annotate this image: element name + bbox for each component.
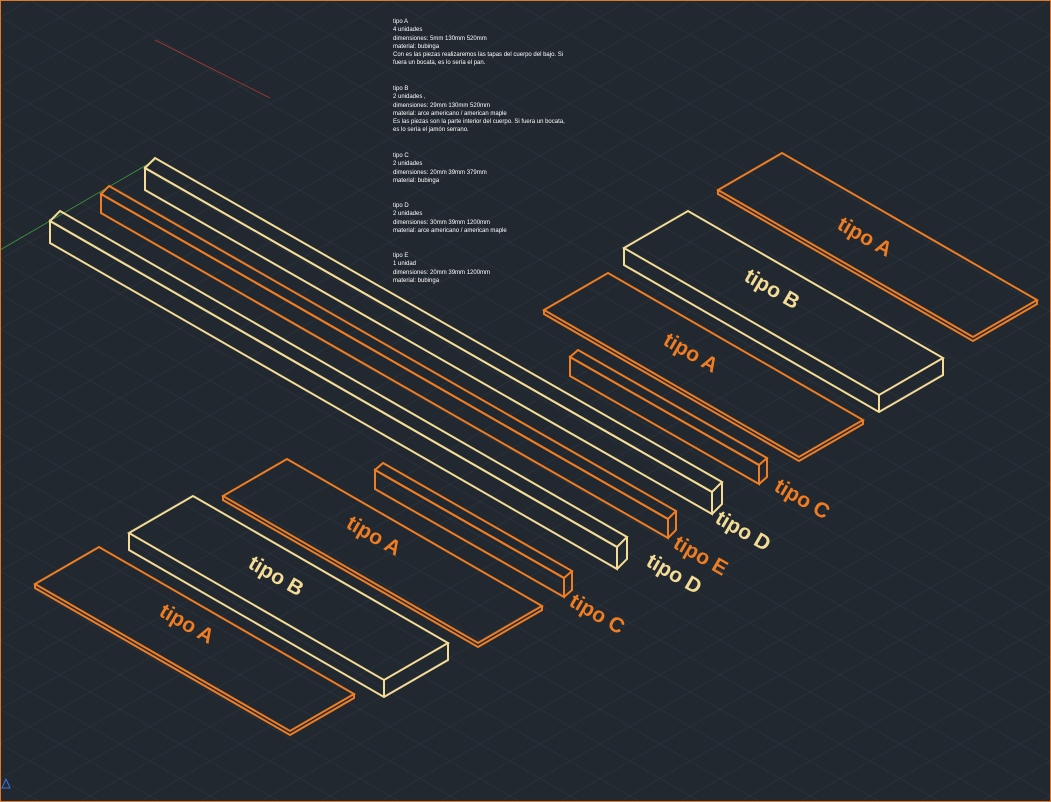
note-tipo-d: tipo D 2 unidades dimensiones: 30mm 39mm… — [393, 202, 568, 235]
note-line: tipo C — [393, 153, 409, 159]
note-tipo-c: tipo C 2 unidades dimensiones: 20mm 39mm… — [393, 152, 568, 185]
ucs-icon — [1, 777, 11, 789]
panel-tipo-b-left[interactable] — [126, 494, 451, 699]
note-paragraph: Con es las piezas realizaremos las tapas… — [393, 52, 564, 67]
note-tipo-e: tipo E 1 unidad dimensiones: 20mm 39mm 1… — [393, 252, 568, 285]
note-line: dimensiones: 20mm 39mm 1200mm — [393, 269, 491, 276]
panel-tipo-a-bottom[interactable] — [32, 545, 357, 737]
bar-tipo-c-right[interactable] — [568, 348, 769, 486]
bar-tipo-c-left[interactable] — [373, 461, 574, 599]
panel-tipo-a-top[interactable] — [715, 151, 1040, 343]
note-line: tipo D — [393, 203, 409, 209]
note-paragraph: Es las piezas son la parte interior del … — [393, 119, 565, 134]
panel-tipo-a-mid[interactable] — [541, 271, 866, 463]
note-line: 2 unidades — [393, 161, 423, 168]
x-axis-line — [154, 39, 271, 99]
panel-tipo-b-right[interactable] — [621, 209, 946, 414]
note-line: dimensiones: 30mm 39mm 1200mm — [393, 219, 491, 226]
bar-tipo-e[interactable] — [99, 184, 678, 540]
note-line: 2 unidades — [393, 211, 423, 218]
note-line: tipo A — [393, 19, 409, 25]
note-line: material: bubinga — [393, 177, 440, 184]
note-line: material: arce americano / american mapl… — [393, 227, 507, 234]
note-line: dimensiones: 29mm 130mm 520mm — [393, 102, 491, 109]
note-line: material: bubinga — [393, 43, 440, 50]
note-line: 4 unidades — [393, 27, 423, 34]
panel-tipo-a-left-back[interactable] — [220, 457, 545, 649]
note-line: 1 unidad — [393, 261, 417, 268]
note-line: dimensiones: 20mm 39mm 379mm — [393, 169, 487, 176]
note-line: tipo B — [393, 86, 409, 92]
note-tipo-a: tipo A 4 unidades dimensiones: 5mm 130mm… — [393, 18, 568, 68]
note-line: tipo E — [393, 253, 409, 259]
note-tipo-b: tipo B 2 unidades , dimensiones: 29mm 13… — [393, 85, 568, 135]
note-line: 2 unidades , — [393, 94, 426, 101]
note-line: material: arce americano / american mapl… — [393, 110, 507, 117]
y-axis-line — [0, 159, 156, 251]
note-line: material: bubinga — [393, 277, 440, 284]
bar-tipo-d-back[interactable] — [143, 156, 724, 516]
bar-tipo-d-front[interactable] — [48, 209, 629, 571]
note-line: dimensiones: 5mm 130mm 520mm — [393, 35, 487, 42]
